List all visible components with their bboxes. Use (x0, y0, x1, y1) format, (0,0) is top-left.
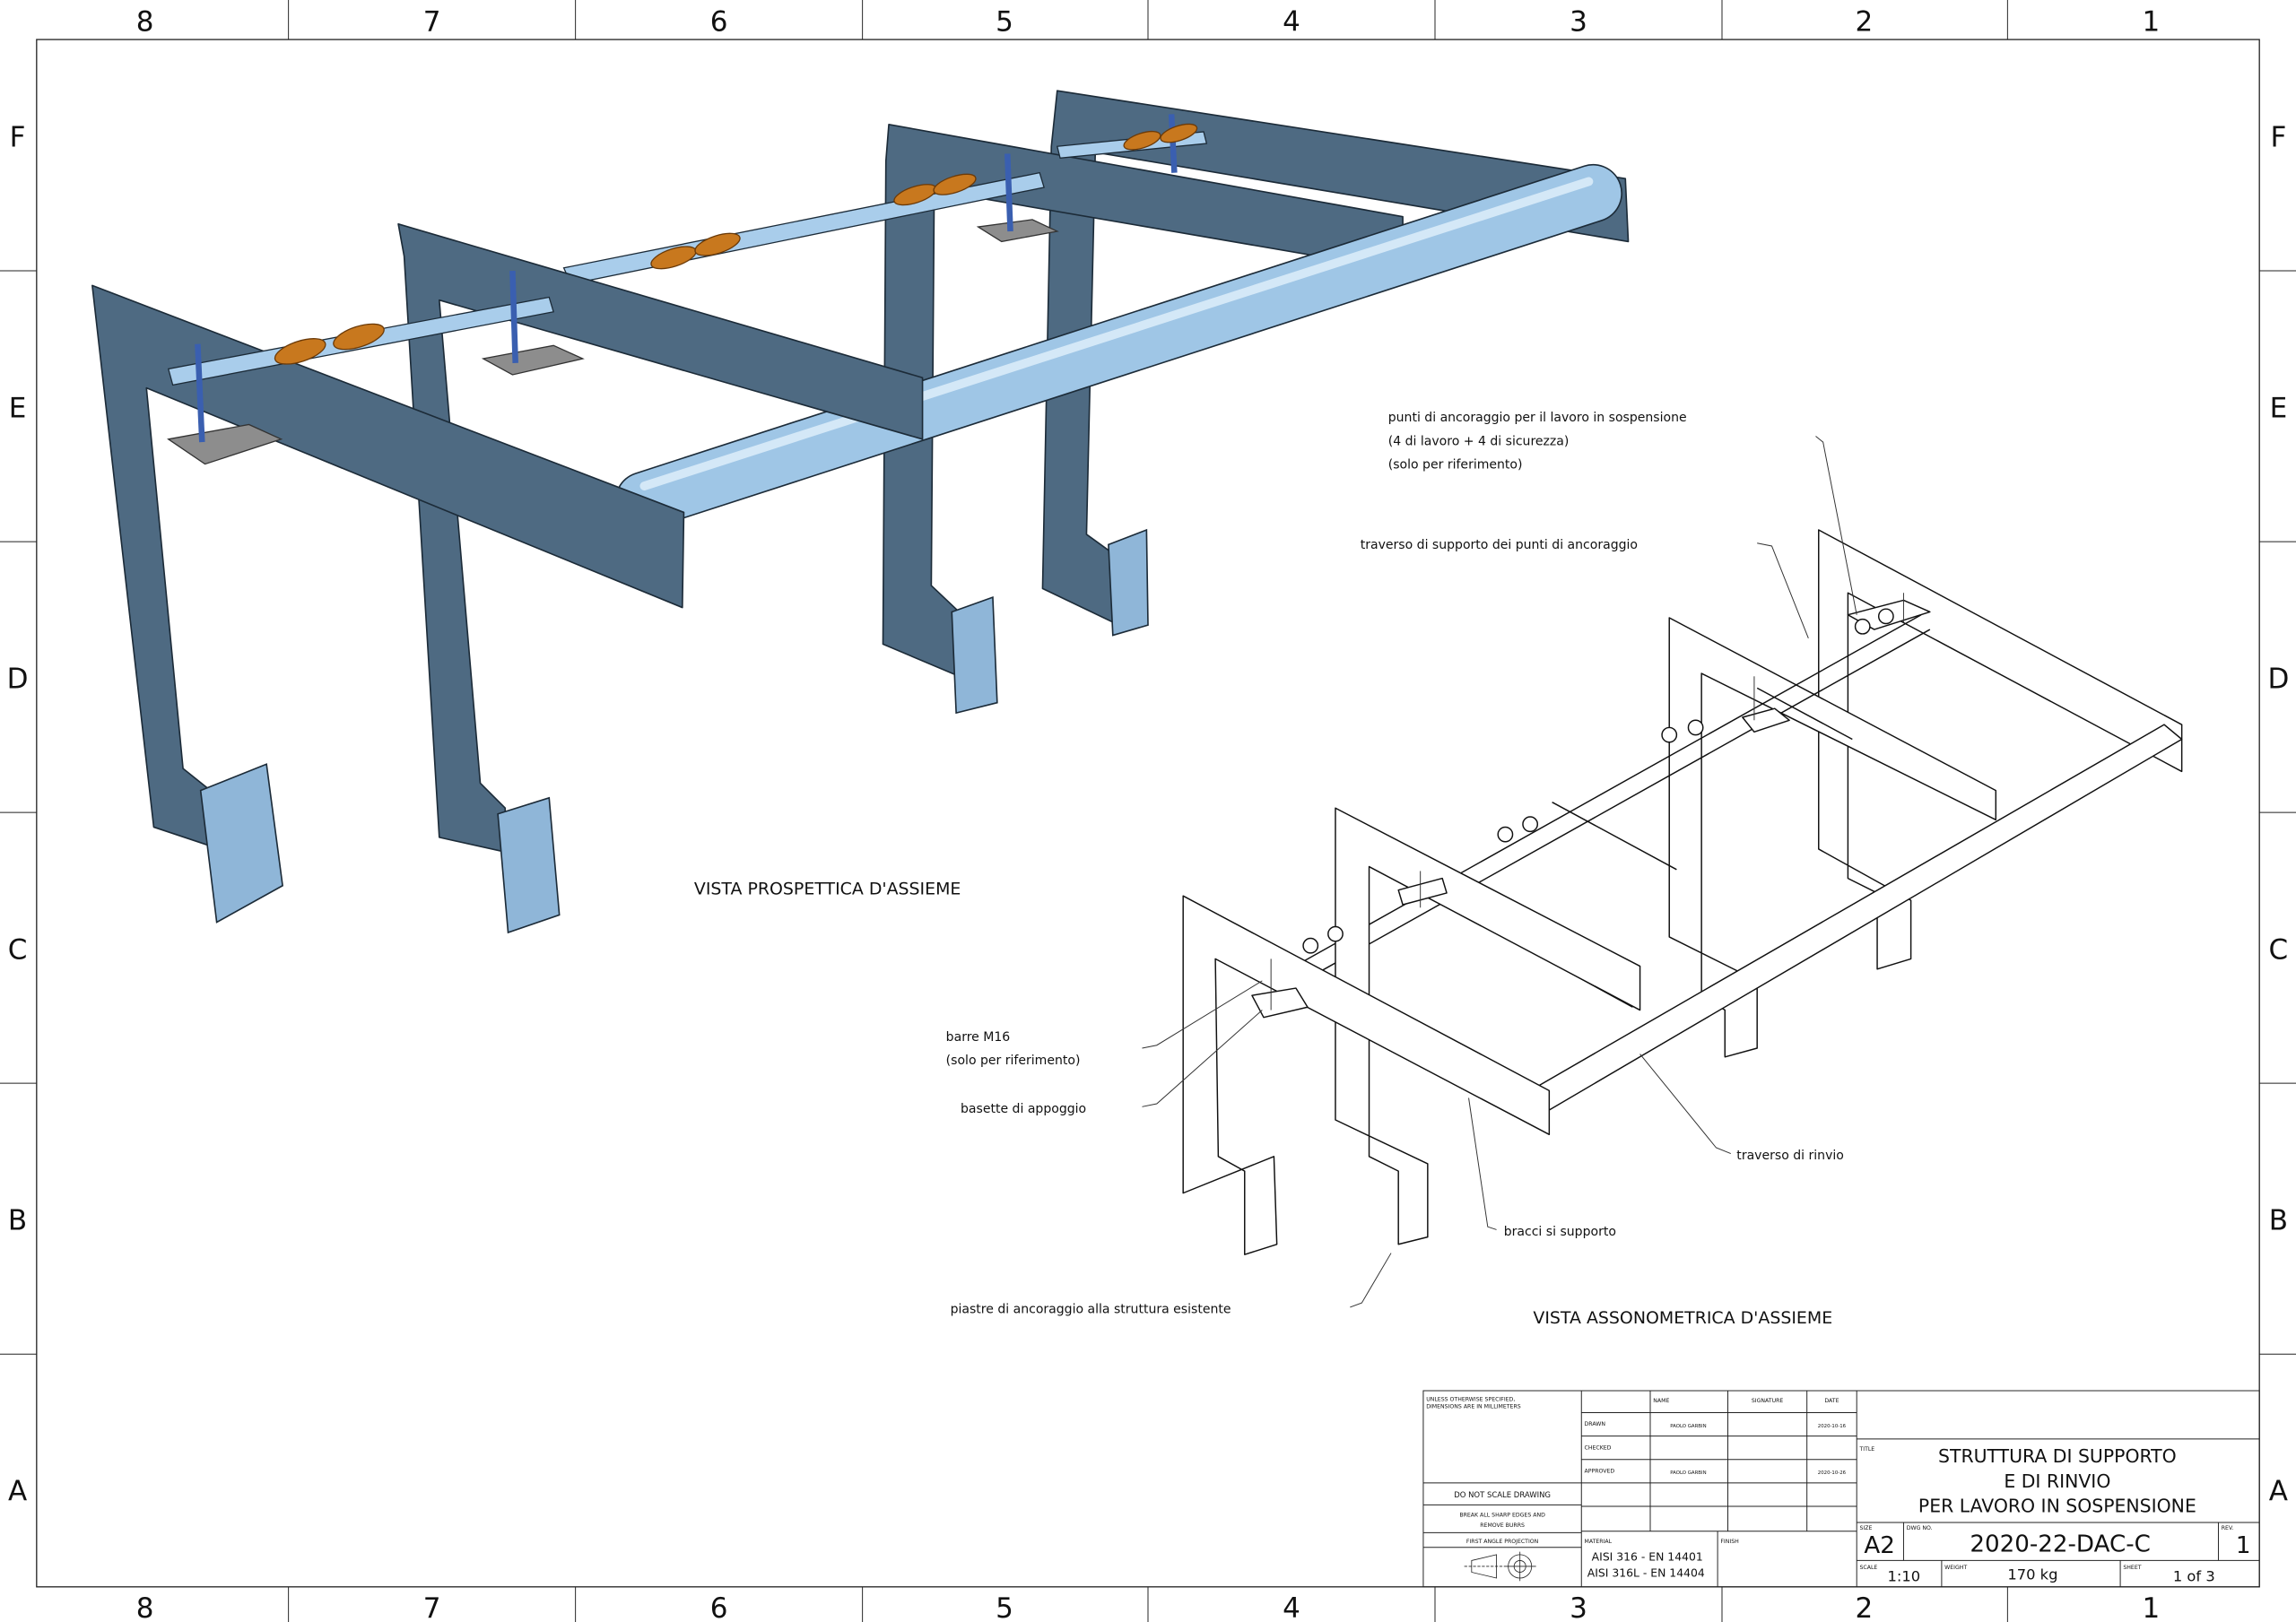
drawing-title: PER LAVORO IN SOSPENSIONE (1918, 1496, 2196, 1517)
header-signature: SIGNATURE (1752, 1398, 1784, 1404)
callout-anchor-points: (4 di lavoro + 4 di sicurezza) (1388, 434, 1570, 448)
drawing-title: E DI RINVIO (2004, 1470, 2110, 1492)
anchor-points (274, 123, 1198, 365)
do-not-scale-note: DO NOT SCALE DRAWING (1454, 1490, 1551, 1499)
callout-anchor-points: punti di ancoraggio per il lavoro in sos… (1388, 411, 1687, 425)
callout-anchor-points: (solo per riferimento) (1388, 457, 1523, 472)
column-label: 8 (136, 1592, 154, 1622)
row-label: B (8, 1204, 27, 1236)
callout-support-arms: bracci si supporto (1504, 1225, 1616, 1239)
title-label: TITLE (1858, 1446, 1874, 1453)
column-label: 5 (996, 5, 1013, 38)
row-label: D (2267, 663, 2289, 695)
column-label: 6 (710, 1592, 728, 1622)
column-label: 8 (136, 5, 154, 38)
callout-rods: (solo per riferimento) (946, 1054, 1081, 1068)
approved-date: 2020-10-26 (1818, 1470, 1847, 1476)
sheet-value: 1 of 3 (2173, 1567, 2215, 1584)
column-label: 7 (423, 1592, 441, 1622)
scale-label: SCALE (1859, 1565, 1877, 1571)
scale-value: 1:10 (1887, 1567, 1920, 1584)
approved-name: PAOLO GARBIN (1670, 1470, 1706, 1476)
sheet-label: SHEET (2123, 1565, 2141, 1571)
callout-support-crossbar: traverso di supporto dei punti di ancora… (1361, 538, 1638, 552)
row-label: B (2269, 1204, 2288, 1236)
column-labels-bottom: 8 7 6 5 4 3 2 1 (136, 1592, 2160, 1622)
row-label: C (2269, 933, 2289, 966)
column-label: 7 (423, 5, 441, 38)
weight-value: 170 kg (2007, 1566, 2057, 1583)
finish-label: FINISH (1720, 1539, 1739, 1545)
callout-anchor-plates: piastre di ancoraggio alla struttura esi… (951, 1303, 1231, 1317)
row-label: F (2270, 121, 2286, 153)
row-label: D (7, 663, 29, 695)
drawing-title: STRUTTURA DI SUPPORTO (1938, 1445, 2177, 1467)
break-edges-note: REMOVE BURRS (1480, 1522, 1525, 1529)
column-label: 3 (1570, 5, 1587, 38)
callout-rods: barre M16 (946, 1030, 1011, 1045)
row-labels-left: F E D C B A (7, 121, 29, 1507)
axonometric-view-title: VISTA ASSONOMETRICA D'ASSIEME (1533, 1308, 1832, 1328)
column-label: 5 (996, 1592, 1013, 1622)
header-name: NAME (1653, 1398, 1669, 1404)
break-edges-note: BREAK ALL SHARP EDGES AND (1459, 1512, 1545, 1518)
drawing-number: 2020-22-DAC-C (1970, 1531, 2150, 1558)
callouts: punti di ancoraggio per il lavoro in sos… (946, 411, 1857, 1316)
header-date: DATE (1824, 1398, 1839, 1404)
column-labels-top: 8 7 6 5 4 3 2 1 (136, 5, 2160, 38)
units-note: UNLESS OTHERWISE SPECIFIED, (1426, 1396, 1515, 1402)
perspective-view-title: VISTA PROSPETTICA D'ASSIEME (694, 880, 961, 899)
column-label: 1 (2143, 1592, 2161, 1622)
row-label: E (2270, 392, 2288, 424)
checked-label: CHECKED (1585, 1444, 1612, 1451)
sheet-border (36, 39, 2260, 1588)
material-label: MATERIAL (1585, 1539, 1613, 1545)
material-value: AISI 316 - EN 14401 (1592, 1549, 1703, 1563)
callout-return-crossbar: traverso di rinvio (1736, 1149, 1844, 1163)
approved-label: APPROVED (1585, 1468, 1615, 1474)
first-angle-projection-symbol (1464, 1551, 1536, 1582)
sheet-size: A2 (1864, 1532, 1894, 1559)
drawn-label: DRAWN (1585, 1421, 1606, 1427)
revision: 1 (2236, 1532, 2251, 1559)
perspective-view: VISTA PROSPETTICA D'ASSIEME (91, 90, 1630, 934)
column-label: 4 (1283, 5, 1300, 38)
projection-label: FIRST ANGLE PROJECTION (1466, 1539, 1539, 1545)
column-label: 1 (2143, 5, 2161, 38)
column-label: 3 (1570, 1592, 1587, 1622)
title-block: UNLESS OTHERWISE SPECIFIED, DIMENSIONS A… (1422, 1390, 2260, 1588)
dwg-no-label: DWG NO. (1907, 1525, 1933, 1531)
column-label: 4 (1283, 1592, 1300, 1622)
rev-label: REV. (2222, 1525, 2234, 1531)
axonometric-view: VISTA ASSONOMETRICA D'ASSIEME (1182, 529, 2183, 1328)
row-label: E (9, 392, 27, 424)
row-label: C (8, 933, 28, 966)
column-label: 2 (1856, 1592, 1874, 1622)
callout-base-plates: basette di appoggio (961, 1102, 1086, 1116)
column-label: 2 (1856, 5, 1874, 38)
row-label: A (8, 1475, 27, 1507)
row-label: F (10, 121, 26, 153)
units-note: DIMENSIONS ARE IN MILLIMETERS (1426, 1404, 1521, 1410)
row-label: A (2269, 1475, 2288, 1507)
size-label: SIZE (1859, 1525, 1872, 1531)
column-label: 6 (710, 5, 728, 38)
drawn-name: PAOLO GARBIN (1670, 1424, 1706, 1429)
weight-label: WEIGHT (1944, 1565, 1967, 1571)
drawn-date: 2020-10-16 (1818, 1424, 1847, 1429)
material-value: AISI 316L - EN 14404 (1587, 1566, 1705, 1579)
row-labels-right: F E D C B A (2267, 121, 2289, 1507)
